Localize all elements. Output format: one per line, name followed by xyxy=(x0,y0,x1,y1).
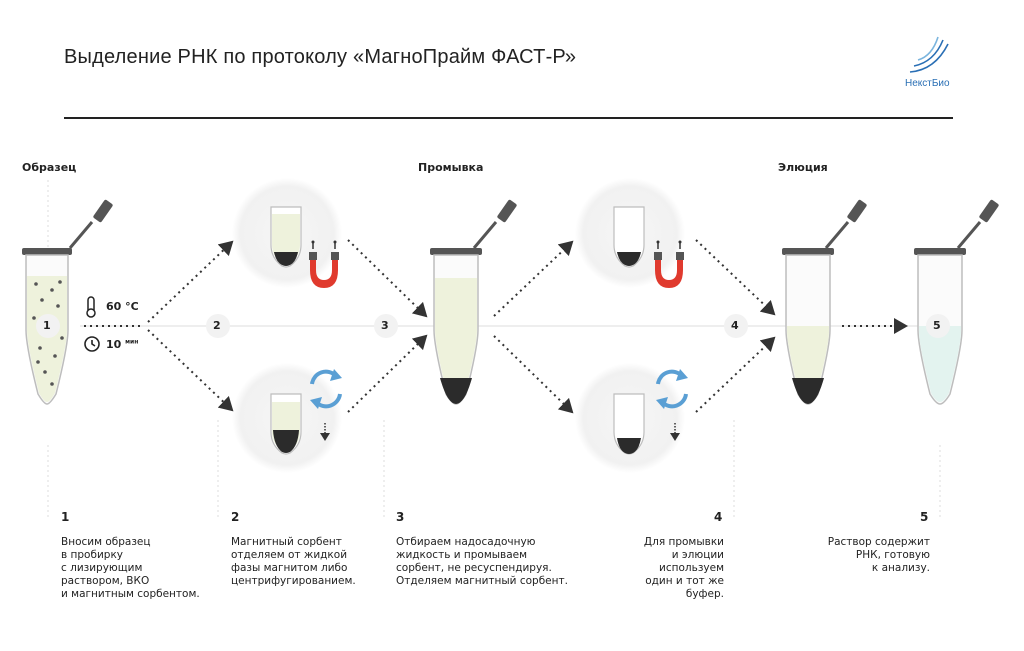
temperature-value: 60 xyxy=(106,300,122,313)
stage-elution-label: Элюция xyxy=(778,161,828,174)
step-circles xyxy=(36,314,950,338)
step-circle-label-3: 3 xyxy=(381,319,389,332)
step-description-3: Отбираем надосадочную жидкость и промыва… xyxy=(396,536,568,587)
down-arrow-icon-1 xyxy=(320,423,330,441)
temperature-unit: °C xyxy=(125,300,139,313)
step-number-1: 1 xyxy=(61,510,70,524)
step-description-4: Для промывки и элюции используем один и … xyxy=(643,536,724,600)
small-tube-magnet-1 xyxy=(270,206,302,268)
step-circle-label-2: 2 xyxy=(213,319,221,332)
step-number-3: 3 xyxy=(396,510,405,524)
step-circle-label-1: 1 xyxy=(43,319,51,332)
step-description-2: Магнитный сорбент отделяем от жидкой фаз… xyxy=(231,536,356,587)
small-tube-centrifuge-2 xyxy=(613,393,645,455)
flow-arrows xyxy=(84,239,908,414)
step-circle-label-4: 4 xyxy=(731,319,739,332)
clock-icon xyxy=(84,336,100,352)
tube-1 xyxy=(22,199,113,405)
time-unit: мин xyxy=(125,338,139,346)
step-number-2: 2 xyxy=(231,510,240,524)
step-number-5: 5 xyxy=(920,510,929,524)
step-description-5: Раствор содержит РНК, готовую к анализу. xyxy=(827,536,930,574)
stage-wash-label: Промывка xyxy=(418,161,484,174)
thermometer-icon xyxy=(86,296,96,318)
small-tube-centrifuge-1 xyxy=(270,393,302,455)
magnet-icon-2 xyxy=(654,240,684,288)
step-description-1: Вносим образец в пробирку с лизирующим р… xyxy=(61,536,200,600)
title-divider xyxy=(64,117,953,119)
temperature-readout: 60 °C xyxy=(106,300,139,313)
time-value: 10 xyxy=(106,338,122,351)
stage-sample-label: Образец xyxy=(22,161,77,174)
time-readout: 10 мин xyxy=(106,338,138,351)
magnet-icon-1 xyxy=(309,240,339,288)
down-arrow-icon-2 xyxy=(670,423,680,441)
step-circle-label-5: 5 xyxy=(933,319,941,332)
page-title: Выделение РНК по протоколу «МагноПрайм Ф… xyxy=(64,46,577,68)
vertical-guides xyxy=(47,180,941,520)
tube-3 xyxy=(430,199,517,405)
tube-4 xyxy=(782,199,867,405)
tube-5 xyxy=(914,199,999,405)
small-tube-magnet-2 xyxy=(613,206,645,268)
step-number-4: 4 xyxy=(714,510,723,524)
logo-name: НекстБио xyxy=(905,78,950,89)
